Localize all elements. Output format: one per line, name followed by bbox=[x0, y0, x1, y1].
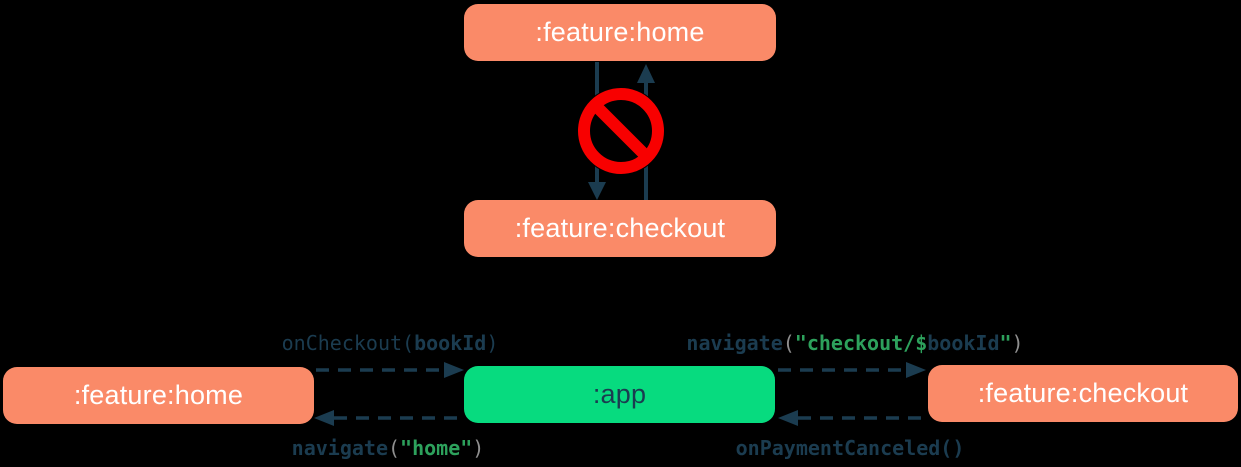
module-box-feature-home-top: :feature:home bbox=[464, 4, 776, 61]
code-template-var: bookId bbox=[927, 331, 1000, 355]
code-fn: navigate bbox=[291, 436, 388, 460]
code-arg: bookId bbox=[414, 331, 487, 355]
code-open-paren: ( bbox=[782, 331, 795, 355]
code-close-paren: ) bbox=[1011, 331, 1024, 355]
code-string-end: " bbox=[999, 331, 1012, 355]
module-label-app: :app bbox=[592, 379, 647, 409]
arrow-app-to-home bbox=[314, 410, 464, 426]
module-box-feature-checkout-bottom: :feature:checkout bbox=[928, 365, 1238, 422]
code-label-navigate-checkout: navigate("checkout/$bookId") bbox=[686, 331, 1023, 355]
arrow-checkout-to-app bbox=[778, 410, 927, 426]
module-label-feature-checkout-top: :feature:checkout bbox=[514, 213, 726, 243]
code-string-start: "checkout/$ bbox=[794, 331, 928, 355]
code-fn: onPaymentCanceled() bbox=[735, 436, 965, 460]
code-close-paren: ) bbox=[472, 436, 485, 460]
module-box-feature-home-bottom: :feature:home bbox=[3, 367, 314, 424]
code-string: "home" bbox=[400, 436, 473, 460]
arrow-app-to-checkout bbox=[778, 362, 926, 378]
code-close: ) bbox=[486, 331, 499, 355]
code-fn: navigate bbox=[686, 331, 783, 355]
code-label-navigate-home: navigate("home") bbox=[292, 436, 485, 460]
code-label-onpaymentcanceled: onPaymentCanceled() bbox=[736, 436, 965, 460]
arrow-home-to-app bbox=[316, 362, 464, 378]
no-entry-icon bbox=[577, 87, 665, 175]
module-label-feature-home-top: :feature:home bbox=[535, 17, 705, 47]
module-label-feature-home-bottom: :feature:home bbox=[73, 380, 244, 410]
code-open-paren: ( bbox=[387, 436, 401, 460]
module-box-feature-checkout-top: :feature:checkout bbox=[464, 200, 776, 257]
module-label-feature-checkout-bottom: :feature:checkout bbox=[977, 378, 1189, 408]
code-label-oncheckout: onCheckout(bookId) bbox=[282, 331, 499, 355]
code-fn: onCheckout( bbox=[281, 331, 415, 355]
module-box-app: :app bbox=[464, 366, 775, 423]
